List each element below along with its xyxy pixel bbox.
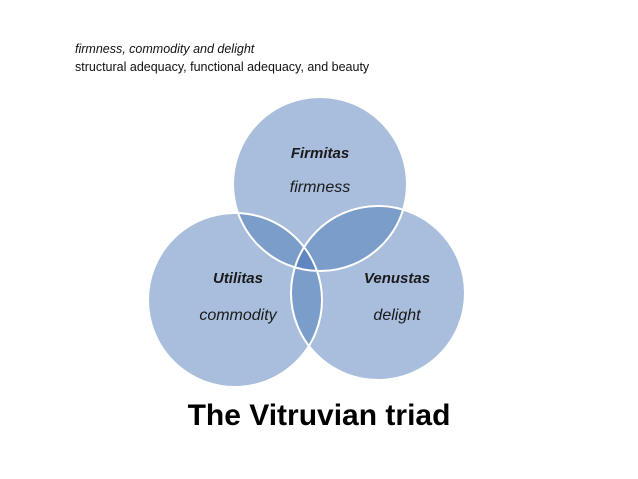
outline-utilitas	[147, 212, 323, 388]
sublabel-commodity: commodity	[199, 307, 277, 324]
diagram-title: The Vitruvian triad	[187, 399, 451, 432]
label-firmitas: Firmitas	[291, 145, 349, 162]
outline-venustas	[290, 205, 466, 381]
label-utilitas: Utilitas	[213, 270, 263, 287]
overlap-firmitas-venustas	[291, 206, 407, 271]
subtitle-english-terms: structural adequacy, functional adequacy…	[75, 60, 370, 74]
label-venustas: Venustas	[364, 270, 430, 287]
sublabel-delight: delight	[373, 307, 421, 324]
sublabel-firmness: firmness	[290, 179, 350, 196]
subtitle-latin-terms: firmness, commodity and delight	[75, 42, 255, 56]
outline-firmitas	[232, 96, 408, 272]
overlap-firmitas-utilitas	[233, 213, 322, 271]
